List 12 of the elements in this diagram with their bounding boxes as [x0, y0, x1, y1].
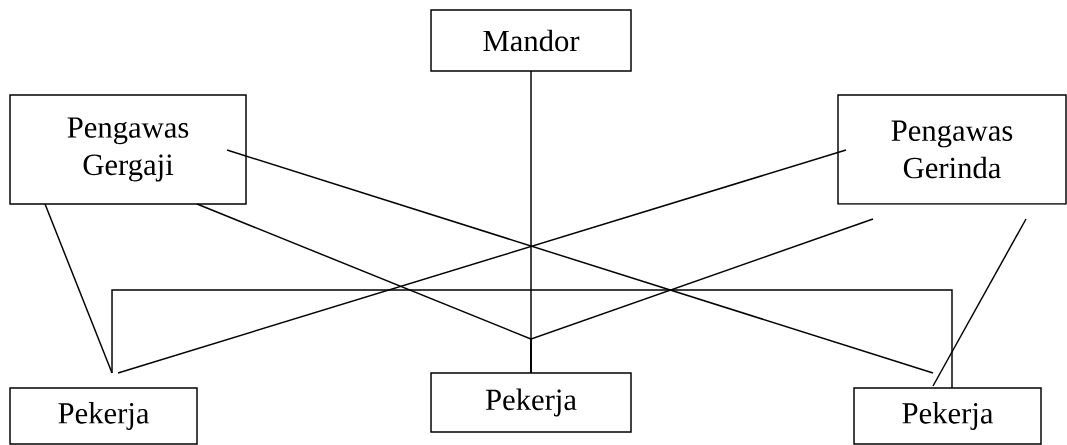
box: Pengawas Gerinda: [837, 94, 1067, 205]
connector-line: [44, 203, 113, 374]
connector-line: [530, 218, 874, 374]
box: Pekerja: [853, 387, 1042, 445]
box: Pekerja: [430, 372, 632, 433]
connector-line: [226, 149, 934, 374]
connector-line: [117, 149, 847, 374]
connector-line: [932, 218, 1027, 387]
box: Mandor: [430, 9, 632, 72]
box: Pengawas Gergaji: [9, 94, 247, 205]
connector-line: [111, 289, 953, 389]
box: Pekerja: [9, 387, 198, 445]
